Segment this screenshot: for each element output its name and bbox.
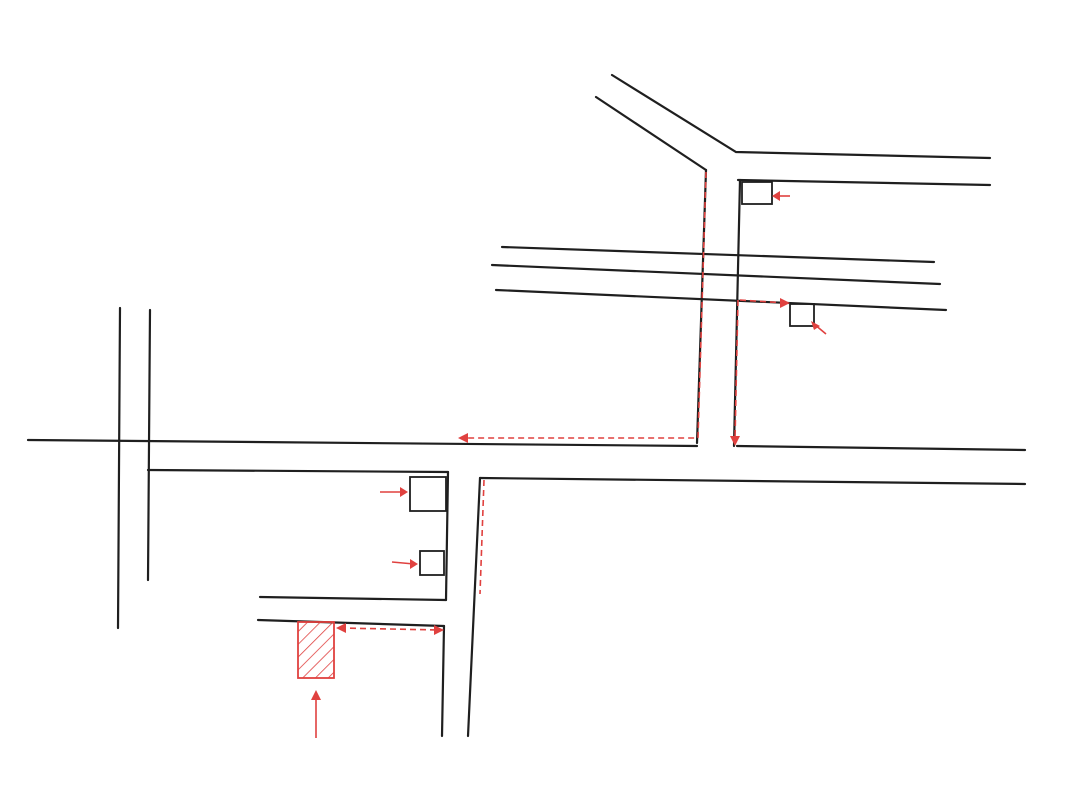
- west-north-south-road: [116, 306, 152, 630]
- property-plot: [297, 621, 335, 679]
- middle-east-west-road: [490, 245, 948, 312]
- upper-junction-roads: [594, 73, 992, 187]
- south-side-street: [256, 470, 482, 738]
- landmark-south-lower: [419, 550, 445, 576]
- landmark-pointers: [311, 191, 827, 738]
- landmark-south-upper: [409, 476, 447, 512]
- main-east-west-road: [26, 438, 1027, 486]
- landmark-mid-right: [789, 303, 815, 327]
- distance-markers: [336, 171, 790, 635]
- central-north-south-road: [695, 168, 742, 448]
- landmark-top-right: [741, 181, 773, 205]
